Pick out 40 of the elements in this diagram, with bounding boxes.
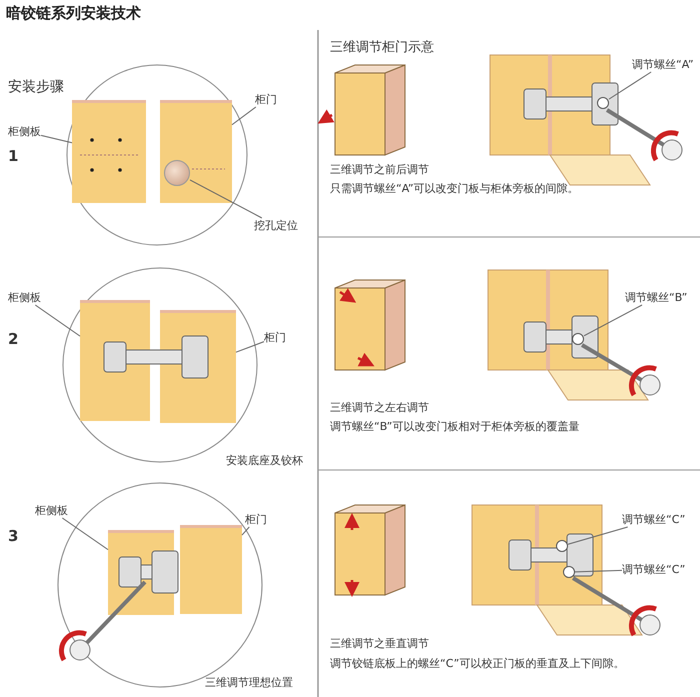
title: 暗铰链系列安装技术 [6,4,141,23]
part-label: 柜侧板 [35,503,68,518]
cup-hole [164,160,190,186]
step-number: 2 [8,330,18,348]
callout-label: 调节螺丝“B” [625,290,688,305]
step-number: 3 [8,527,18,545]
leader-line [34,304,80,337]
leader-line [242,526,250,536]
leader-line [190,179,262,218]
subheading: 三维调节之左右调节 [330,400,429,415]
door-panel [160,100,232,203]
leader-line [574,570,622,572]
leader-line [608,72,652,100]
subheading: 三维调节之垂直调节 [330,636,429,651]
section-heading: 三维调节柜门示意 [330,39,434,56]
leader-line [568,526,628,545]
leader-line [236,341,264,353]
side-panel [72,100,146,203]
part-label: 柜侧板 [8,124,41,139]
part-label: 柜门 [255,92,277,107]
leader-line [584,304,643,336]
door-panel [180,525,242,614]
part-label: 柜门 [264,330,286,345]
part-label: 挖孔定位 [254,218,298,233]
step-number: 1 [8,147,18,165]
caption: 三维调节理想位置 [205,675,293,690]
caption: 安装底座及铰杯 [226,453,303,468]
callout-label: 调节螺丝“A” [632,57,694,72]
description: 调节铰链底板上的螺丝“C”可以校正门板的垂直及上下间隙。 [330,656,624,671]
part-label: 柜侧板 [8,290,41,305]
subheading: 三维调节之前后调节 [330,162,429,177]
callout-label: 调节螺丝“C” [622,562,686,577]
leader-line [40,134,72,144]
leader-line [62,518,108,550]
description: 只需调节螺丝“A”可以改变门板与柜体旁板的间隙。 [330,181,579,196]
part-label: 柜门 [245,512,267,527]
leader-line [232,106,256,126]
section-heading: 安装步骤 [8,78,64,96]
description: 调节螺丝“B”可以改变门板相对于柜体旁板的覆盖量 [330,419,580,434]
callout-label: 调节螺丝“C” [622,512,686,527]
